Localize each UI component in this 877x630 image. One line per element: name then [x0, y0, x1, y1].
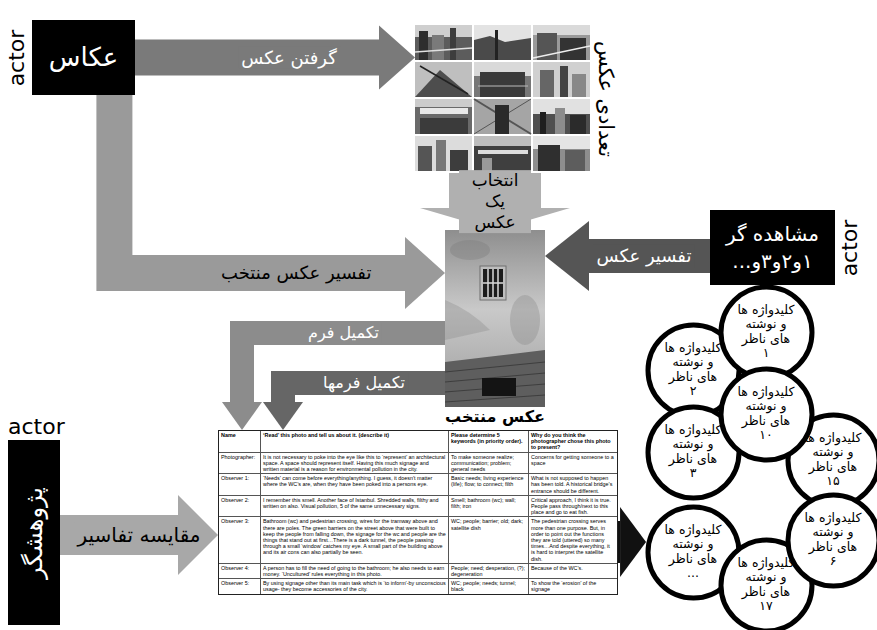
- arrow-head: [620, 507, 646, 577]
- arrow-body: [618, 521, 620, 563]
- arrow-label: مقایسه تفاسیر: [74, 523, 203, 548]
- table-cell: It is not necessary to poke into the eye…: [261, 453, 449, 475]
- box-label: عکاس: [49, 40, 119, 75]
- table-cell: A person has to fill the need of going t…: [261, 564, 449, 579]
- circle-label: کلیدواژه ها و نوشته های ناظر ۱۰: [737, 385, 795, 443]
- role-box: مشاهده گر ۱و۲و۳و...actor: [710, 210, 835, 285]
- arrow-head: [379, 26, 415, 90]
- arrow-head: [263, 402, 303, 430]
- table-cell: Photographer:: [219, 453, 261, 475]
- table-cell: I remember this smell. Another face of I…: [261, 496, 449, 518]
- table-cell: Observer 4:: [219, 564, 261, 579]
- table-cell: Observer 5:: [219, 579, 261, 593]
- circle-outline: [788, 495, 877, 586]
- circle-label: کلیدواژه ها و نوشته های ناظر ...: [664, 523, 722, 581]
- box-label: پژوهشگر: [21, 486, 47, 578]
- arrow-body: [242, 333, 445, 402]
- table-cell: Critical approach, I think it is true. P…: [529, 496, 617, 518]
- table-cell: Please determine 5 keywords (in priority…: [449, 431, 529, 453]
- table-cell: Name: [219, 431, 261, 453]
- block-arrow: [60, 495, 218, 575]
- keyword-circle: کلیدواژه ها و نوشته های ناظر ۱۰: [718, 366, 815, 463]
- table-cell: Observer 3:: [219, 517, 261, 563]
- table-cell: By using signage other than its main tas…: [261, 579, 449, 593]
- table-cell: Bathroom (wc) and pedestrian crossing, w…: [261, 517, 449, 563]
- arrow-head: [405, 237, 445, 309]
- table-cell: Observer 2:: [219, 496, 261, 518]
- arrow-head: [222, 402, 262, 430]
- circle-label: کلیدواژه ها و نوشته های ناظر ۱۵: [804, 431, 862, 489]
- arrow-body: [589, 239, 710, 273]
- block-arrow: [618, 507, 646, 577]
- table-cell: Smell; bathroom (wc); wall; filth; iron: [449, 496, 529, 518]
- box-label: مشاهده گر ۱و۲و۳و...: [714, 221, 831, 275]
- photo-grid: [415, 25, 590, 171]
- block-arrow: [222, 333, 445, 430]
- table-cell: To show the ‘erosion’ of the signage: [529, 579, 617, 593]
- arrow-label: تکمیل فرمها: [320, 373, 408, 393]
- photo-set: تعدادی عکس: [415, 25, 590, 173]
- arrow-body: [135, 40, 379, 76]
- circle-label: کلیدواژه ها و نوشته های ناظر ۱۷: [737, 556, 795, 614]
- table-cell: Observer 1:: [219, 474, 261, 496]
- arrow-label: تفسیر عکس: [594, 245, 695, 268]
- block-arrow: [114, 95, 445, 309]
- role-box: actorعکاس: [32, 20, 135, 95]
- circle-label: کلیدواژه ها و نوشته های ناظر ۲: [664, 341, 722, 399]
- block-arrow: [135, 26, 415, 90]
- block-arrow: [545, 221, 710, 291]
- role-tag: actor: [8, 415, 65, 439]
- table-cell: People; need; desperation, (?); degenera…: [449, 564, 529, 579]
- selected-photo-box: عکس منتخب: [445, 230, 545, 407]
- arrow-head: [545, 221, 589, 291]
- circle-label: کلیدواژه ها و نوشته های ناظر ۶: [804, 511, 862, 569]
- circle-label: کلیدواژه ها و نوشته های ناظر ۱: [737, 303, 795, 361]
- circle-label: کلیدواژه ها و نوشته های ناظر ۳: [664, 423, 722, 481]
- table-cell: Why do you think the photographer chose …: [529, 431, 617, 453]
- table-cell: WC; people; needs; tunnel; black: [449, 579, 529, 593]
- photo-caption: عکس منتخب: [445, 408, 545, 426]
- arrow-body: [114, 95, 405, 273]
- table-cell: Basic needs; living experience (life); f…: [449, 474, 529, 496]
- table-cell: Concerns for getting someone to a space: [529, 453, 617, 475]
- form-table: Name‘Read’ this photo and tell us about …: [218, 430, 618, 595]
- vertical-tag: تعدادی عکس: [593, 41, 616, 157]
- circle-outline: [721, 369, 812, 460]
- table-cell: Because of the WC’s.: [529, 564, 617, 579]
- table-cell: WC; people; barrier; old; dark; satellit…: [449, 517, 529, 563]
- table-cell: To make someone realize; communication; …: [449, 453, 529, 475]
- arrow-label: انتخاب یک عکس: [459, 170, 531, 234]
- table-cell: The pedestrian crossing serves more than…: [529, 517, 617, 563]
- role-box: actorپژوهشگر: [8, 440, 60, 625]
- table-cell: What is not supposed to happen has been …: [529, 474, 617, 496]
- arrow-label: گرفتن عکس: [238, 46, 340, 69]
- table-cell: ‘Needs’ can come before everything/anyth…: [261, 474, 449, 496]
- circle-outline: [721, 287, 812, 378]
- selected-photo: [445, 230, 545, 407]
- vertical-tag: actor: [838, 219, 862, 276]
- keyword-circle: کلیدواژه ها و نوشته های ناظر ۶: [785, 492, 877, 589]
- arrow-label: تکمیل فرم: [305, 323, 382, 343]
- vertical-tag: actor: [5, 29, 29, 86]
- keyword-circle: کلیدواژه ها و نوشته های ناظر ۱: [718, 284, 815, 381]
- table-cell: ‘Read’ this photo and tell us about it. …: [261, 431, 449, 453]
- arrow-label: تفسیر عکس منتخب: [218, 262, 374, 285]
